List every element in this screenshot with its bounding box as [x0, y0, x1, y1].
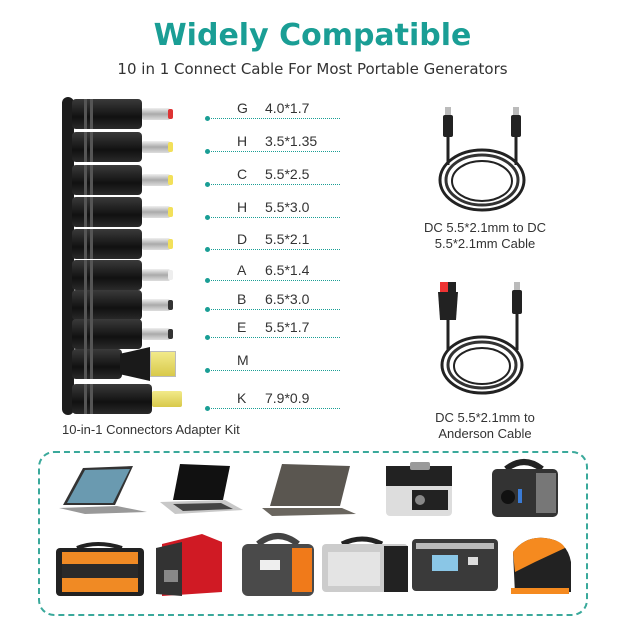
power-station-grey-orange-image [242, 533, 314, 596]
dc-to-dc-cable-image [438, 107, 526, 212]
compatible-devices-panel [38, 451, 588, 616]
page-subtitle: 10 in 1 Connect Cable For Most Portable … [117, 60, 508, 78]
dc-to-anderson-cable-image [438, 282, 524, 395]
slim-laptop-image [262, 464, 356, 516]
page-title: Widely Compatible [153, 18, 472, 53]
kit-rail [62, 97, 74, 415]
dc-to-dc-cable-caption: DC 5.5*2.1mm to DC 5.5*2.1mm Cable [423, 220, 547, 251]
power-station-lcd-image [412, 539, 498, 591]
portable-power-station-silver-image [386, 462, 452, 516]
kit-caption: 10-in-1 Connectors Adapter Kit [62, 422, 240, 437]
connector-kit-image [62, 97, 202, 415]
spec-row: M [205, 347, 340, 377]
orange-inverter-generator-image [511, 537, 571, 594]
laptop-image [160, 464, 243, 514]
portable-power-station-dark-image [492, 459, 558, 517]
power-station-orange-image [56, 542, 144, 596]
convertible-laptop-image [59, 466, 147, 514]
power-station-aluminum-image [322, 536, 408, 592]
dc-to-anderson-cable-caption: DC 5.5*2.1mm to Anderson Cable [435, 410, 535, 441]
red-inverter-generator-image [156, 534, 222, 596]
